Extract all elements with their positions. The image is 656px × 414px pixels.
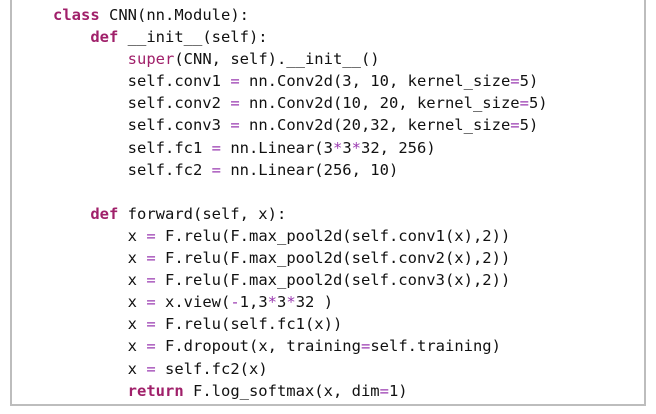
code-line: self.conv3 = nn.Conv2d(20,32, kernel_siz… bbox=[53, 114, 548, 136]
code-text: nn.Conv2d(3, 10, kernel_size bbox=[239, 72, 511, 91]
code-line: x = F.dropout(x, training=self.training) bbox=[53, 335, 548, 357]
code-text: F.dropout(x, training bbox=[155, 337, 361, 356]
code-text: self.conv1 bbox=[53, 72, 231, 91]
code-line: self.conv1 = nn.Conv2d(3, 10, kernel_siz… bbox=[53, 70, 548, 92]
code-operator: = bbox=[146, 315, 156, 334]
code-text: x bbox=[53, 293, 147, 312]
code-text: x bbox=[53, 226, 147, 245]
code-text: nn.Conv2d(10, 20, kernel_size bbox=[239, 94, 520, 113]
code-line: x = F.relu(F.max_pool2d(self.conv1(x),2)… bbox=[53, 225, 548, 247]
code-line: x = F.relu(F.max_pool2d(self.conv3(x),2)… bbox=[53, 269, 548, 291]
code-operator: = bbox=[230, 116, 240, 135]
code-text: 5) bbox=[519, 72, 539, 91]
code-keyword: def bbox=[90, 204, 119, 223]
code-text: forward(self, x): bbox=[118, 204, 287, 223]
code-text: 1,3 bbox=[239, 293, 268, 312]
code-keyword: return bbox=[127, 381, 184, 400]
code-listing-frame bbox=[10, 0, 646, 406]
code-text: nn.Conv2d(20,32, kernel_size bbox=[239, 116, 511, 135]
code-text bbox=[53, 205, 90, 223]
code-operator: - bbox=[230, 293, 240, 312]
code-text: CNN(nn.Module): bbox=[99, 6, 249, 24]
code-operator: * bbox=[332, 138, 343, 157]
code-operator: = bbox=[510, 116, 520, 135]
code-text: F.relu(F.max_pool2d(self.conv1(x),2)) bbox=[155, 226, 511, 245]
code-line: super(CNN, self).__init__() bbox=[53, 48, 548, 70]
code-text: 5) bbox=[528, 94, 548, 113]
code-text: 1) bbox=[388, 381, 408, 400]
code-text: x bbox=[53, 315, 147, 334]
code-text: 32 ) bbox=[295, 293, 334, 312]
code-text: (CNN, self).__init__() bbox=[174, 50, 380, 69]
code-text: x bbox=[53, 337, 147, 356]
code-operator: = bbox=[146, 249, 156, 268]
code-text bbox=[53, 50, 128, 68]
code-text: x bbox=[53, 271, 147, 290]
code-operator: = bbox=[146, 226, 156, 245]
code-text: x bbox=[53, 249, 147, 268]
code-text: F.relu(F.max_pool2d(self.conv3(x),2)) bbox=[155, 271, 511, 290]
code-line: class CNN(nn.Module): bbox=[53, 4, 548, 26]
code-text: self.fc2(x) bbox=[155, 359, 268, 378]
code-text: 3 bbox=[277, 293, 287, 312]
code-operator: = bbox=[510, 72, 520, 91]
code-line: def forward(self, x): bbox=[53, 203, 548, 225]
code-text: x bbox=[53, 359, 147, 378]
code-operator: = bbox=[519, 94, 529, 113]
code-operator: = bbox=[146, 359, 156, 378]
code-text: nn.Linear(3 bbox=[220, 138, 333, 157]
code-text: 3 bbox=[342, 138, 352, 157]
code-line: self.conv2 = nn.Conv2d(10, 20, kernel_si… bbox=[53, 92, 548, 114]
code-keyword: class bbox=[53, 6, 100, 24]
code-text: self.fc2 bbox=[53, 160, 212, 179]
code-operator: = bbox=[230, 94, 240, 113]
code-block: class CNN(nn.Module): def __init__(self)… bbox=[53, 4, 548, 402]
code-text: self.conv3 bbox=[53, 116, 231, 135]
code-line: x = x.view(-1,3*3*32 ) bbox=[53, 291, 548, 313]
code-text: __init__(self): bbox=[118, 28, 268, 47]
code-line: x = self.fc2(x) bbox=[53, 358, 548, 380]
code-operator: = bbox=[360, 337, 371, 356]
code-text: F.relu(self.fc1(x)) bbox=[155, 315, 343, 334]
code-operator: = bbox=[379, 381, 389, 400]
code-builtin: super bbox=[127, 50, 175, 69]
code-line bbox=[53, 181, 548, 203]
code-text: self.fc1 bbox=[53, 138, 212, 157]
code-line: return F.log_softmax(x, dim=1) bbox=[53, 380, 548, 402]
code-line: def __init__(self): bbox=[53, 26, 548, 48]
code-operator: = bbox=[230, 72, 240, 91]
code-text bbox=[53, 28, 90, 46]
code-operator: = bbox=[211, 160, 221, 179]
code-operator: * bbox=[286, 293, 296, 312]
code-text: F.relu(F.max_pool2d(self.conv2(x),2)) bbox=[155, 249, 511, 268]
code-operator: = bbox=[146, 293, 156, 312]
code-text: F.log_softmax(x, dim bbox=[183, 381, 380, 400]
code-text: x.view( bbox=[155, 293, 231, 312]
code-line: x = F.relu(self.fc1(x)) bbox=[53, 313, 548, 335]
code-text: nn.Linear(256, 10) bbox=[220, 160, 399, 179]
code-line: self.fc1 = nn.Linear(3*3*32, 256) bbox=[53, 137, 548, 159]
code-text: 5) bbox=[519, 116, 539, 135]
code-operator: = bbox=[146, 337, 156, 356]
code-line: x = F.relu(F.max_pool2d(self.conv2(x),2)… bbox=[53, 247, 548, 269]
code-operator: * bbox=[351, 138, 361, 157]
code-operator: * bbox=[267, 293, 278, 312]
code-text: self.conv2 bbox=[53, 94, 231, 113]
code-text: 32, 256) bbox=[361, 138, 436, 157]
code-text bbox=[53, 382, 128, 400]
code-operator: = bbox=[211, 138, 221, 157]
code-text: self.training) bbox=[370, 337, 501, 356]
code-keyword: def bbox=[90, 28, 119, 47]
code-operator: = bbox=[146, 271, 156, 290]
code-line: self.fc2 = nn.Linear(256, 10) bbox=[53, 159, 548, 181]
